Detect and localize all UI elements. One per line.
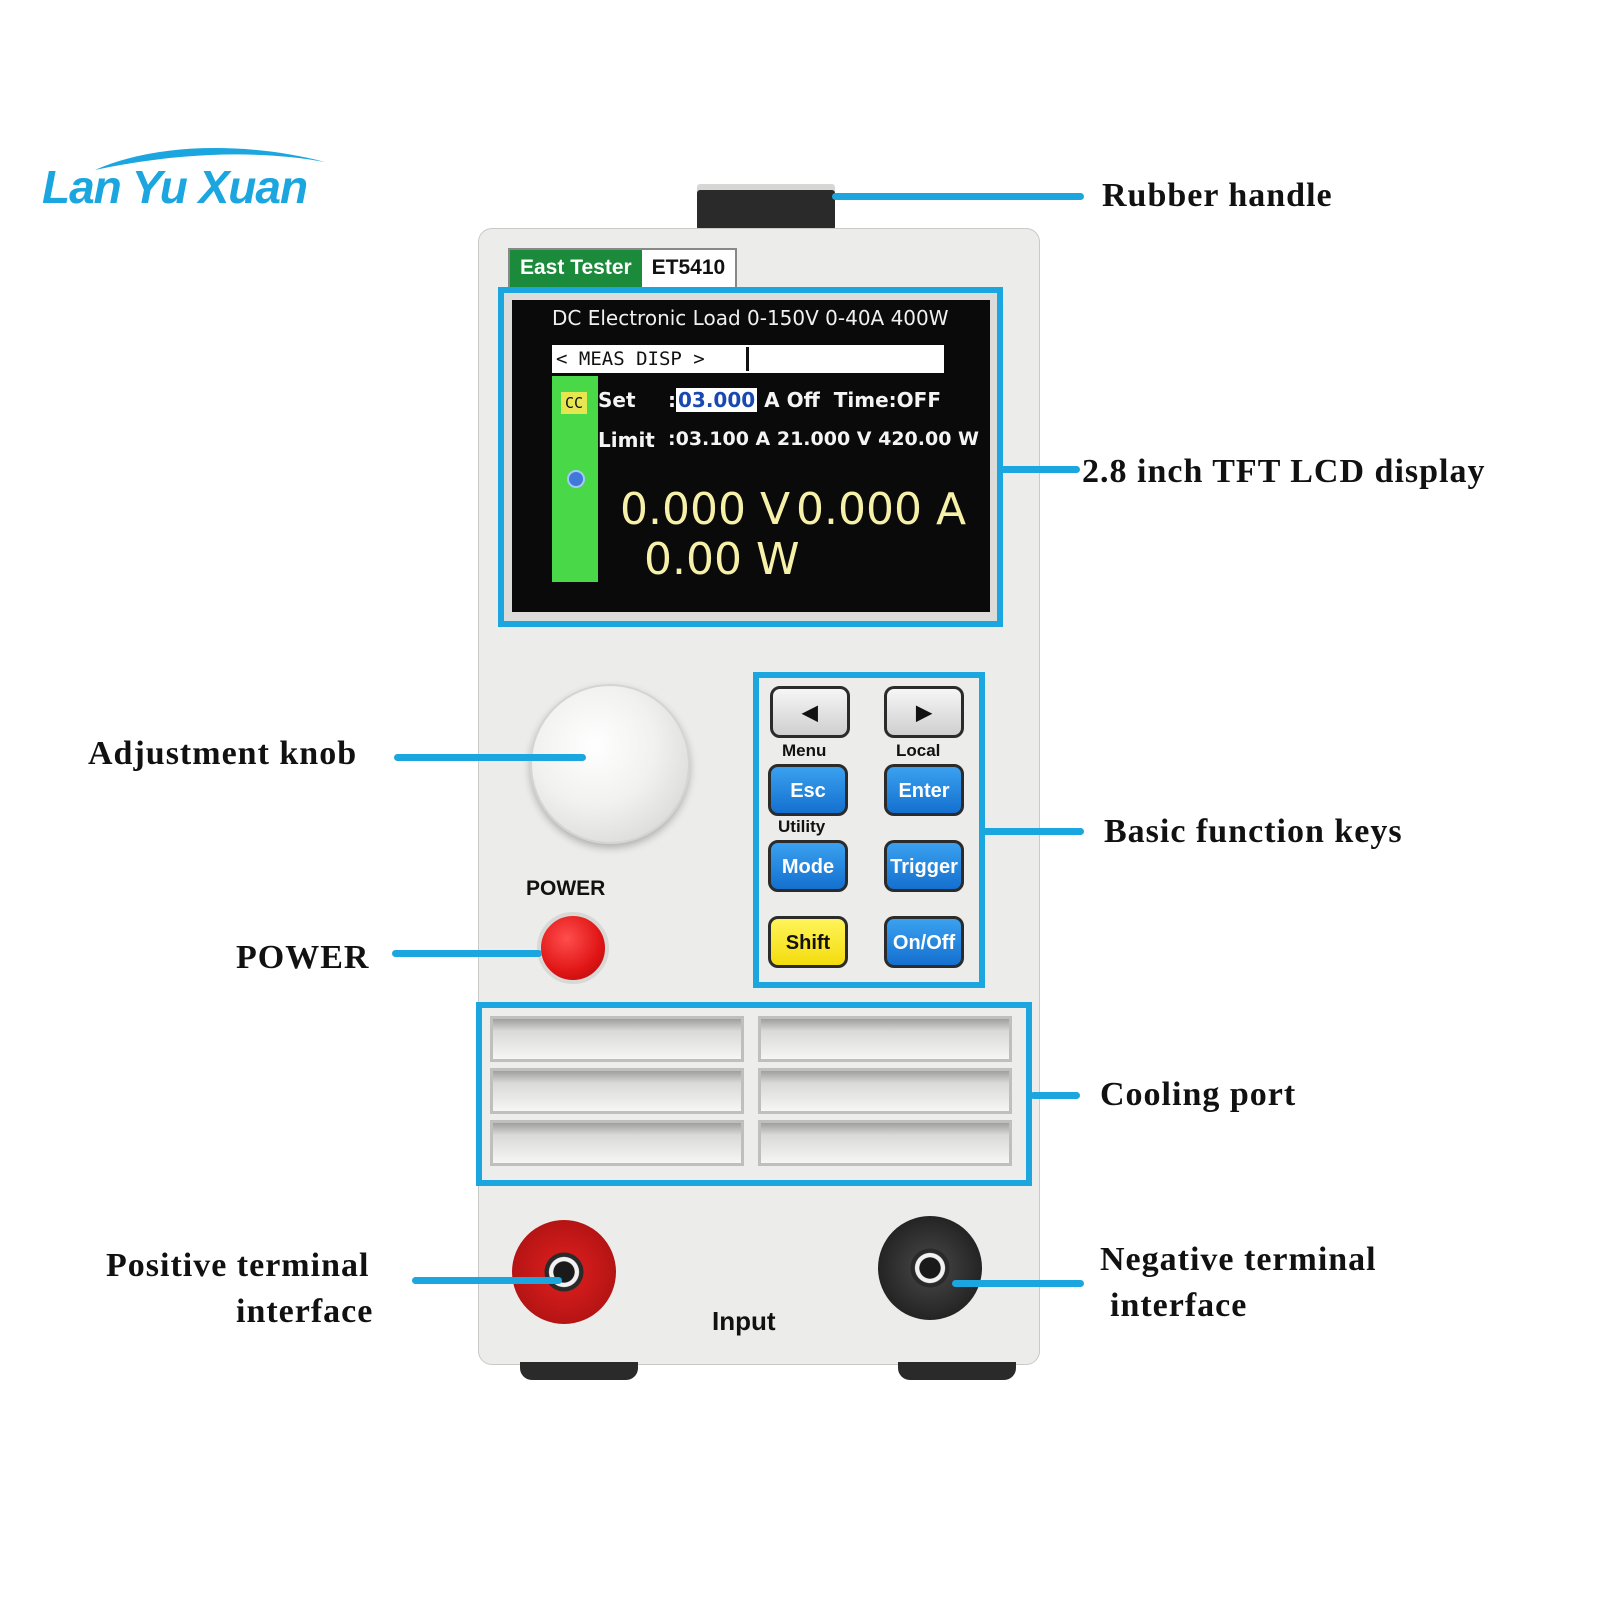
brand-badge: East Tester ET5410 (508, 248, 738, 290)
callout-positive-terminal: Positive terminal (106, 1247, 370, 1284)
positive-callout-line (412, 1277, 562, 1284)
callout-power: POWER (236, 939, 370, 976)
vent-slot (758, 1120, 1012, 1166)
power-button[interactable] (537, 912, 609, 984)
input-label: Input (712, 1306, 776, 1336)
status-dot-icon (567, 470, 585, 488)
model-name: ET5410 (651, 256, 726, 279)
set-value: 03.000 (676, 388, 758, 412)
vent-slot (490, 1016, 744, 1062)
negative-terminal[interactable] (878, 1216, 982, 1320)
vent-slot (490, 1120, 744, 1166)
callout-lcd-display: 2.8 inch TFT LCD display (1082, 453, 1486, 490)
adjustment-knob[interactable] (530, 684, 690, 844)
positive-terminal[interactable] (512, 1220, 616, 1324)
callout-negative-terminal: Negative terminal (1100, 1241, 1377, 1278)
rubber-handle (697, 190, 835, 230)
callout-rubber-handle: Rubber handle (1102, 177, 1333, 214)
set-row: :03.000 A Off Time:OFF (668, 388, 941, 412)
power-label: POWER (526, 877, 606, 900)
handle-callout-line (832, 193, 1084, 200)
callout-cooling-port: Cooling port (1100, 1076, 1297, 1113)
vent-slot (758, 1068, 1012, 1114)
callout-adjustment-knob: Adjustment knob (88, 735, 358, 772)
screen-tab: < MEAS DISP > (556, 347, 749, 371)
set-label: Set (598, 388, 636, 412)
power-callout-line (392, 950, 542, 957)
shift-key[interactable]: Shift (768, 916, 848, 968)
logo-swoosh-icon (95, 148, 325, 170)
device-foot (898, 1362, 1016, 1380)
lcd-callout-line (1000, 466, 1080, 473)
onoff-key[interactable]: On/Off (884, 916, 964, 968)
vent-slot (758, 1016, 1012, 1062)
current-readout: 0.000 A (796, 484, 967, 535)
brand-logo: Lan Yu Xuan (42, 161, 308, 213)
callout-function-keys: Basic function keys (1104, 813, 1403, 850)
local-label: Local (896, 741, 941, 760)
knob-callout-line (394, 754, 586, 761)
negative-callout-line (952, 1280, 1084, 1287)
mode-key[interactable]: Mode (768, 840, 848, 892)
set-state: Off (786, 388, 820, 412)
brand-name: East Tester (510, 250, 642, 288)
trigger-key[interactable]: Trigger (884, 840, 964, 892)
keys-callout-line (982, 828, 1084, 835)
limit-label: Limit (598, 428, 655, 452)
limit-values: :03.100 A 21.000 V 420.00 W (668, 428, 979, 450)
cooling-callout-line (1030, 1092, 1080, 1099)
handle-top (697, 184, 835, 194)
time-text: Time:OFF (833, 388, 941, 412)
power-readout: 0.00 W (644, 534, 800, 585)
enter-key[interactable]: Enter (884, 764, 964, 816)
set-unit: A (764, 388, 780, 412)
utility-label: Utility (778, 817, 826, 836)
device-foot (520, 1362, 638, 1380)
callout-negative-terminal-2: interface (1110, 1287, 1248, 1324)
mode-badge: CC (561, 392, 587, 414)
esc-key[interactable]: Esc (768, 764, 848, 816)
vent-slot (490, 1068, 744, 1114)
callout-positive-terminal-2: interface (236, 1293, 374, 1330)
left-arrow-key[interactable]: ◀ (770, 686, 850, 738)
menu-label: Menu (782, 741, 827, 760)
voltage-readout: 0.000 V (620, 484, 791, 535)
right-arrow-key[interactable]: ▶ (884, 686, 964, 738)
screen-title: DC Electronic Load 0-150V 0-40A 400W (552, 306, 949, 330)
